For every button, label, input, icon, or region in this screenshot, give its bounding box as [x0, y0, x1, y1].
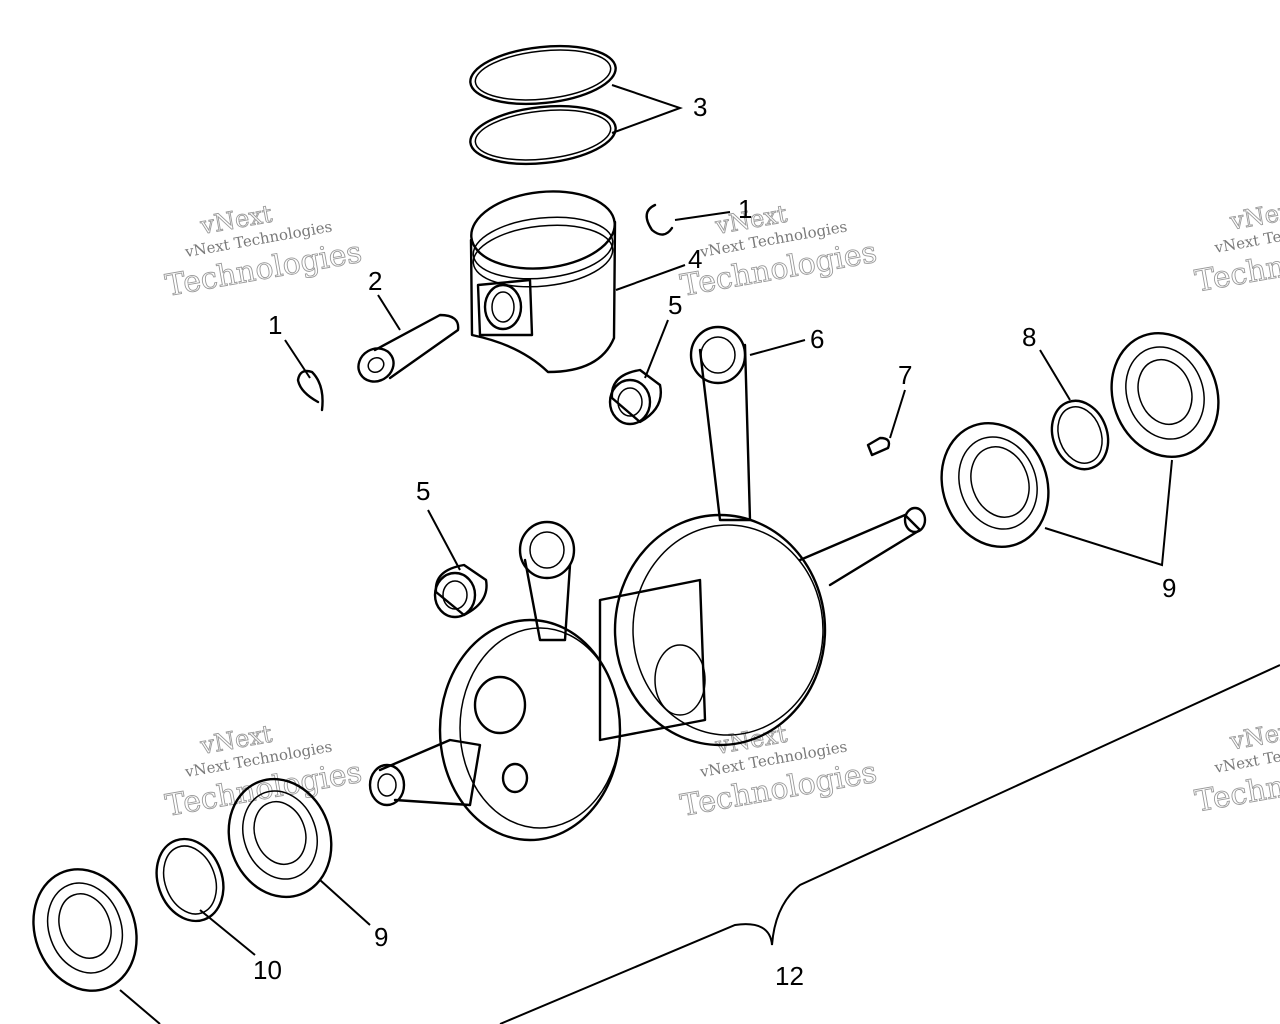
watermark-1: vNext vNext Technologies Technologies: [162, 199, 365, 304]
callout-1-upper: 1: [738, 194, 752, 224]
callout-3: 3: [693, 92, 707, 122]
watermark-3: vNext vNext Technologies Technologies: [1192, 195, 1280, 300]
callout-6: 6: [810, 324, 824, 354]
callout-5-lower: 5: [416, 476, 430, 506]
seal-right: [1110, 331, 1220, 459]
circlip-lower: [296, 369, 324, 412]
callout-9-right: 9: [1162, 573, 1176, 603]
callout-12: 12: [775, 961, 804, 991]
needle-bearing-lower: [433, 563, 488, 619]
piston-pin: [357, 313, 460, 383]
crankshaft-assembly: [368, 325, 927, 842]
spacer-ring-left: [155, 837, 225, 923]
callout-8: 8: [1022, 322, 1036, 352]
watermark-4: vNext vNext Technologies Technologies: [162, 719, 365, 824]
watermark-5: vNext vNext Technologies Technologies: [677, 719, 880, 824]
callout-7: 7: [898, 360, 912, 390]
woodruff-key: [866, 436, 891, 457]
piston: [469, 190, 617, 374]
bearing-left: [227, 777, 333, 899]
callout-5-upper: 5: [668, 290, 682, 320]
needle-bearing-upper: [608, 368, 662, 426]
watermark-6: vNext vNext Technologies Technologies: [1192, 715, 1280, 820]
watermark-2: vNext vNext Technologies Technologies: [677, 199, 880, 304]
callout-10: 10: [253, 955, 282, 985]
callout-4: 4: [688, 244, 702, 274]
circlip-upper: [645, 203, 674, 236]
callout-2: 2: [368, 266, 382, 296]
seal-left: [32, 868, 138, 992]
bearing-right: [940, 421, 1050, 549]
piston-rings: [469, 44, 617, 166]
callout-9-left: 9: [374, 922, 388, 952]
spacer-ring-right: [1050, 399, 1110, 471]
callout-1-lower: 1: [268, 310, 282, 340]
leader-lines: [119, 84, 1280, 1024]
